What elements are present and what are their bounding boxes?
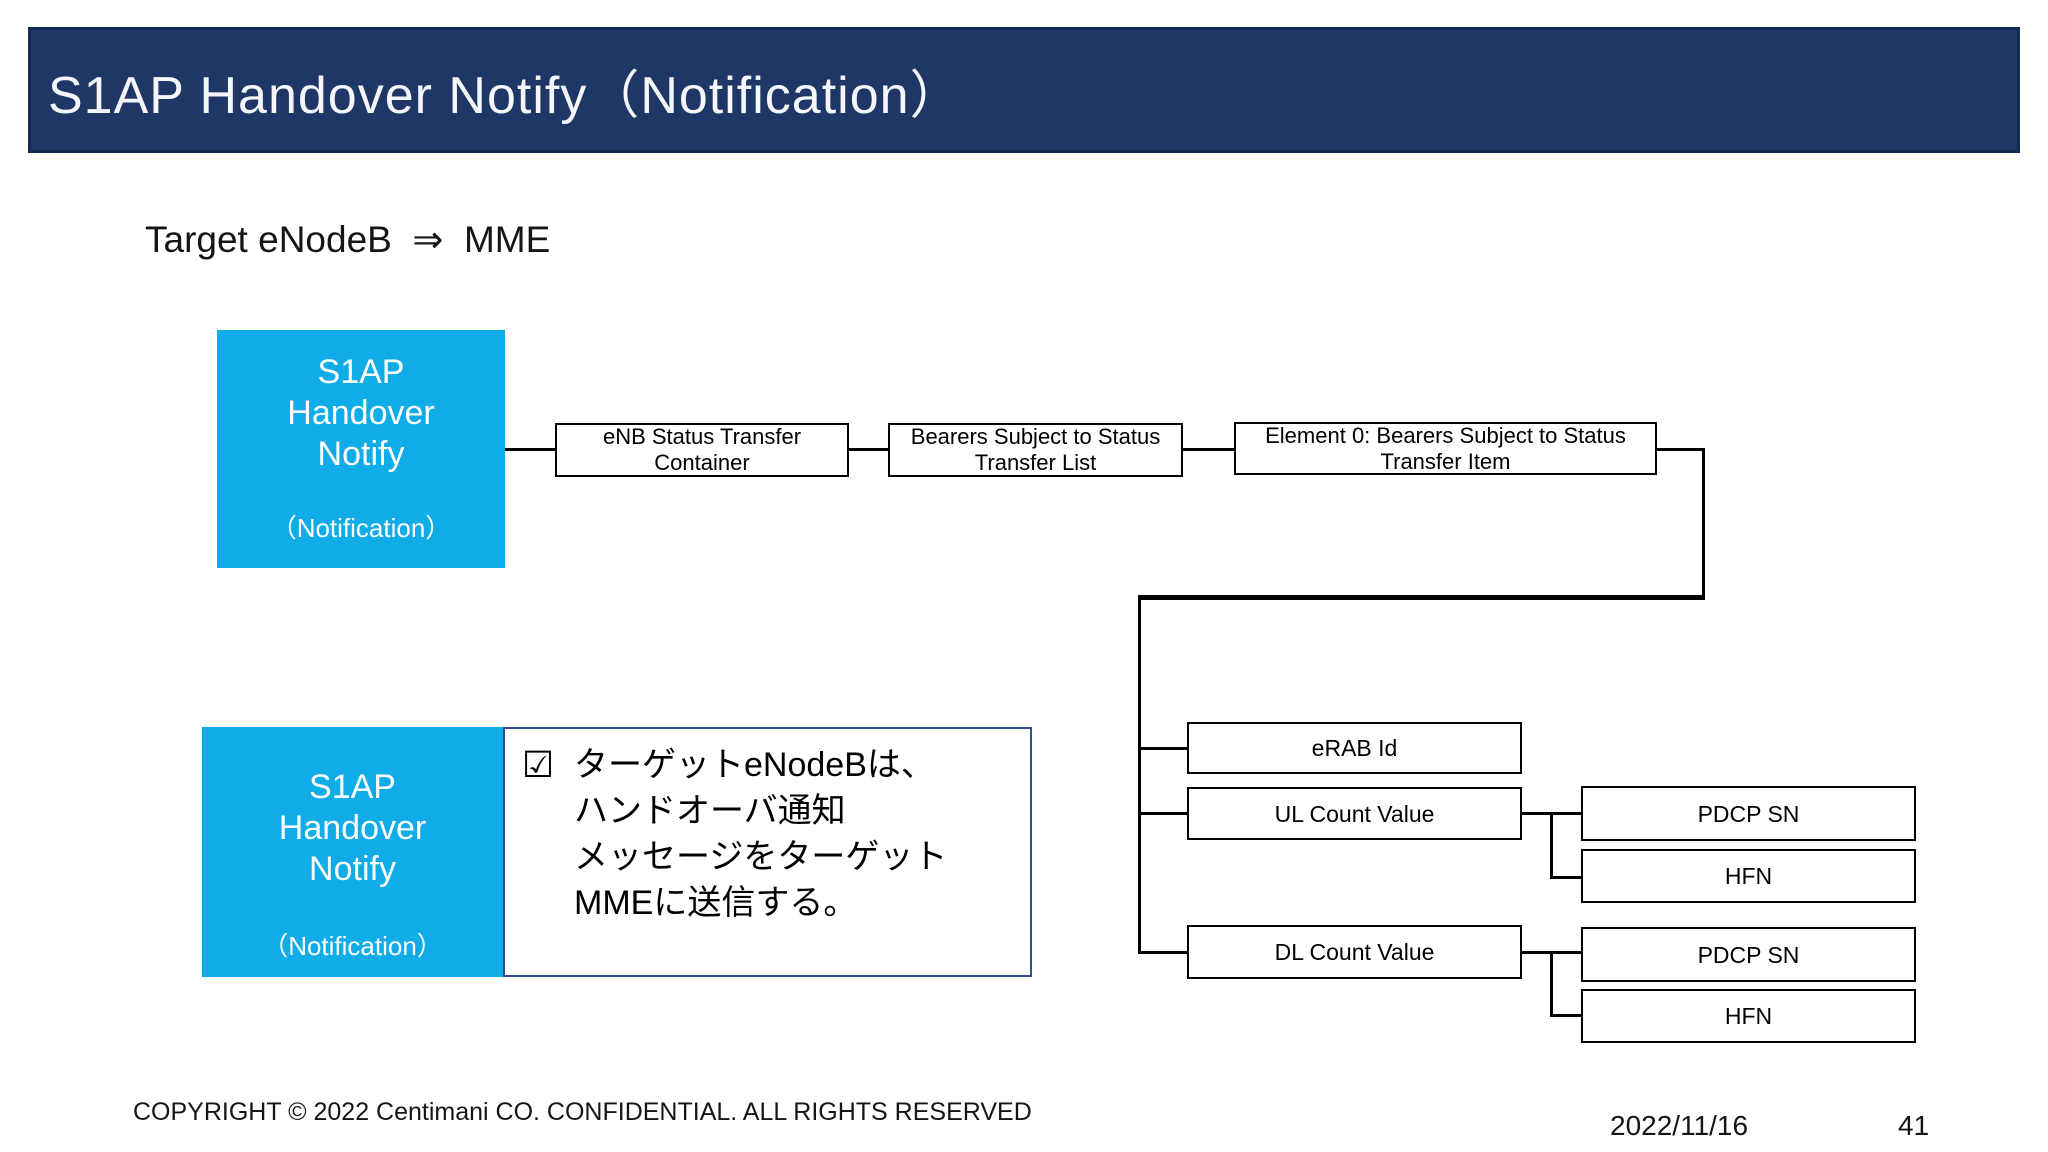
- note-text-line: ハンドオーバ通知: [574, 792, 846, 830]
- tree-box-dl-pdcp-sn: PDCP SN: [1581, 927, 1916, 982]
- note-box: ☑ ターゲットeNodeBは、 ハンドオーバ通知 メッセージをターゲット MME…: [503, 727, 1032, 977]
- message-line: S1AP: [317, 353, 405, 391]
- note-text: ターゲットeNodeBは、 ハンドオーバ通知 メッセージをターゲット MMEに送…: [574, 742, 947, 926]
- message-subline: （Notification）: [270, 513, 452, 543]
- direction-label: Target eNodeB ⇒ MME: [145, 219, 551, 260]
- message-line: Notify: [309, 850, 396, 888]
- message-line: Notify: [317, 435, 405, 473]
- checked-checkbox-icon: ☑: [522, 744, 555, 785]
- copyright-text: COPYRIGHT © 2022 Centimani CO. CONFIDENT…: [133, 1098, 1032, 1126]
- tree-box-erab-id: eRAB Id: [1187, 722, 1522, 774]
- tree-box-dl-count-value: DL Count Value: [1187, 925, 1522, 979]
- tree-box-ul-hfn: HFN: [1581, 849, 1916, 903]
- connector-line: [1183, 448, 1234, 451]
- footer-date: 2022/11/16: [1610, 1110, 1749, 1141]
- tree-box-ul-pdcp-sn: PDCP SN: [1581, 786, 1916, 841]
- connector-line: [1702, 448, 1705, 597]
- flow-box-bearers-subject-list: Bearers Subject to Status Transfer List: [888, 423, 1183, 477]
- title-bar: S1AP Handover Notify（Notification）: [28, 27, 2020, 153]
- flow-box-element0-item: Element 0: Bearers Subject to Status Tra…: [1234, 422, 1657, 475]
- connector-line-thick: [1138, 595, 1705, 600]
- message-box-top: S1AP Handover Notify （Notification）: [217, 330, 505, 568]
- message-line: S1AP: [309, 768, 396, 806]
- connector-line: [1138, 951, 1187, 954]
- connector-line: [1550, 1014, 1581, 1017]
- note-text-line: メッセージをターゲット: [574, 838, 948, 876]
- connector-line: [1550, 876, 1581, 879]
- connector-line: [1550, 951, 1553, 1015]
- connector-line: [849, 448, 888, 451]
- flow-box-enb-status-transfer-container: eNB Status Transfer Container: [555, 423, 849, 477]
- message-line: Handover: [287, 394, 435, 432]
- connector-trunk-line: [1138, 598, 1141, 953]
- tree-box-ul-count-value: UL Count Value: [1187, 787, 1522, 840]
- connector-line: [1138, 812, 1187, 815]
- note-text-line: MMEに送信する。: [574, 884, 858, 922]
- note-content: ☑ ターゲットeNodeBは、 ハンドオーバ通知 メッセージをターゲット MME…: [505, 729, 1030, 926]
- connector-line: [505, 448, 555, 451]
- connector-line: [1657, 448, 1704, 451]
- page-title: S1AP Handover Notify（Notification）: [48, 66, 963, 125]
- message-subline: （Notification）: [262, 931, 443, 961]
- connector-line: [1550, 812, 1553, 878]
- note-text-line: ターゲットeNodeBは、: [574, 746, 935, 784]
- tree-box-dl-hfn: HFN: [1581, 989, 1916, 1043]
- message-line: Handover: [278, 809, 427, 847]
- message-box-bottom: S1AP Handover Notify （Notification）: [202, 727, 503, 977]
- connector-line: [1138, 747, 1187, 750]
- page-number: 41: [1898, 1110, 1930, 1141]
